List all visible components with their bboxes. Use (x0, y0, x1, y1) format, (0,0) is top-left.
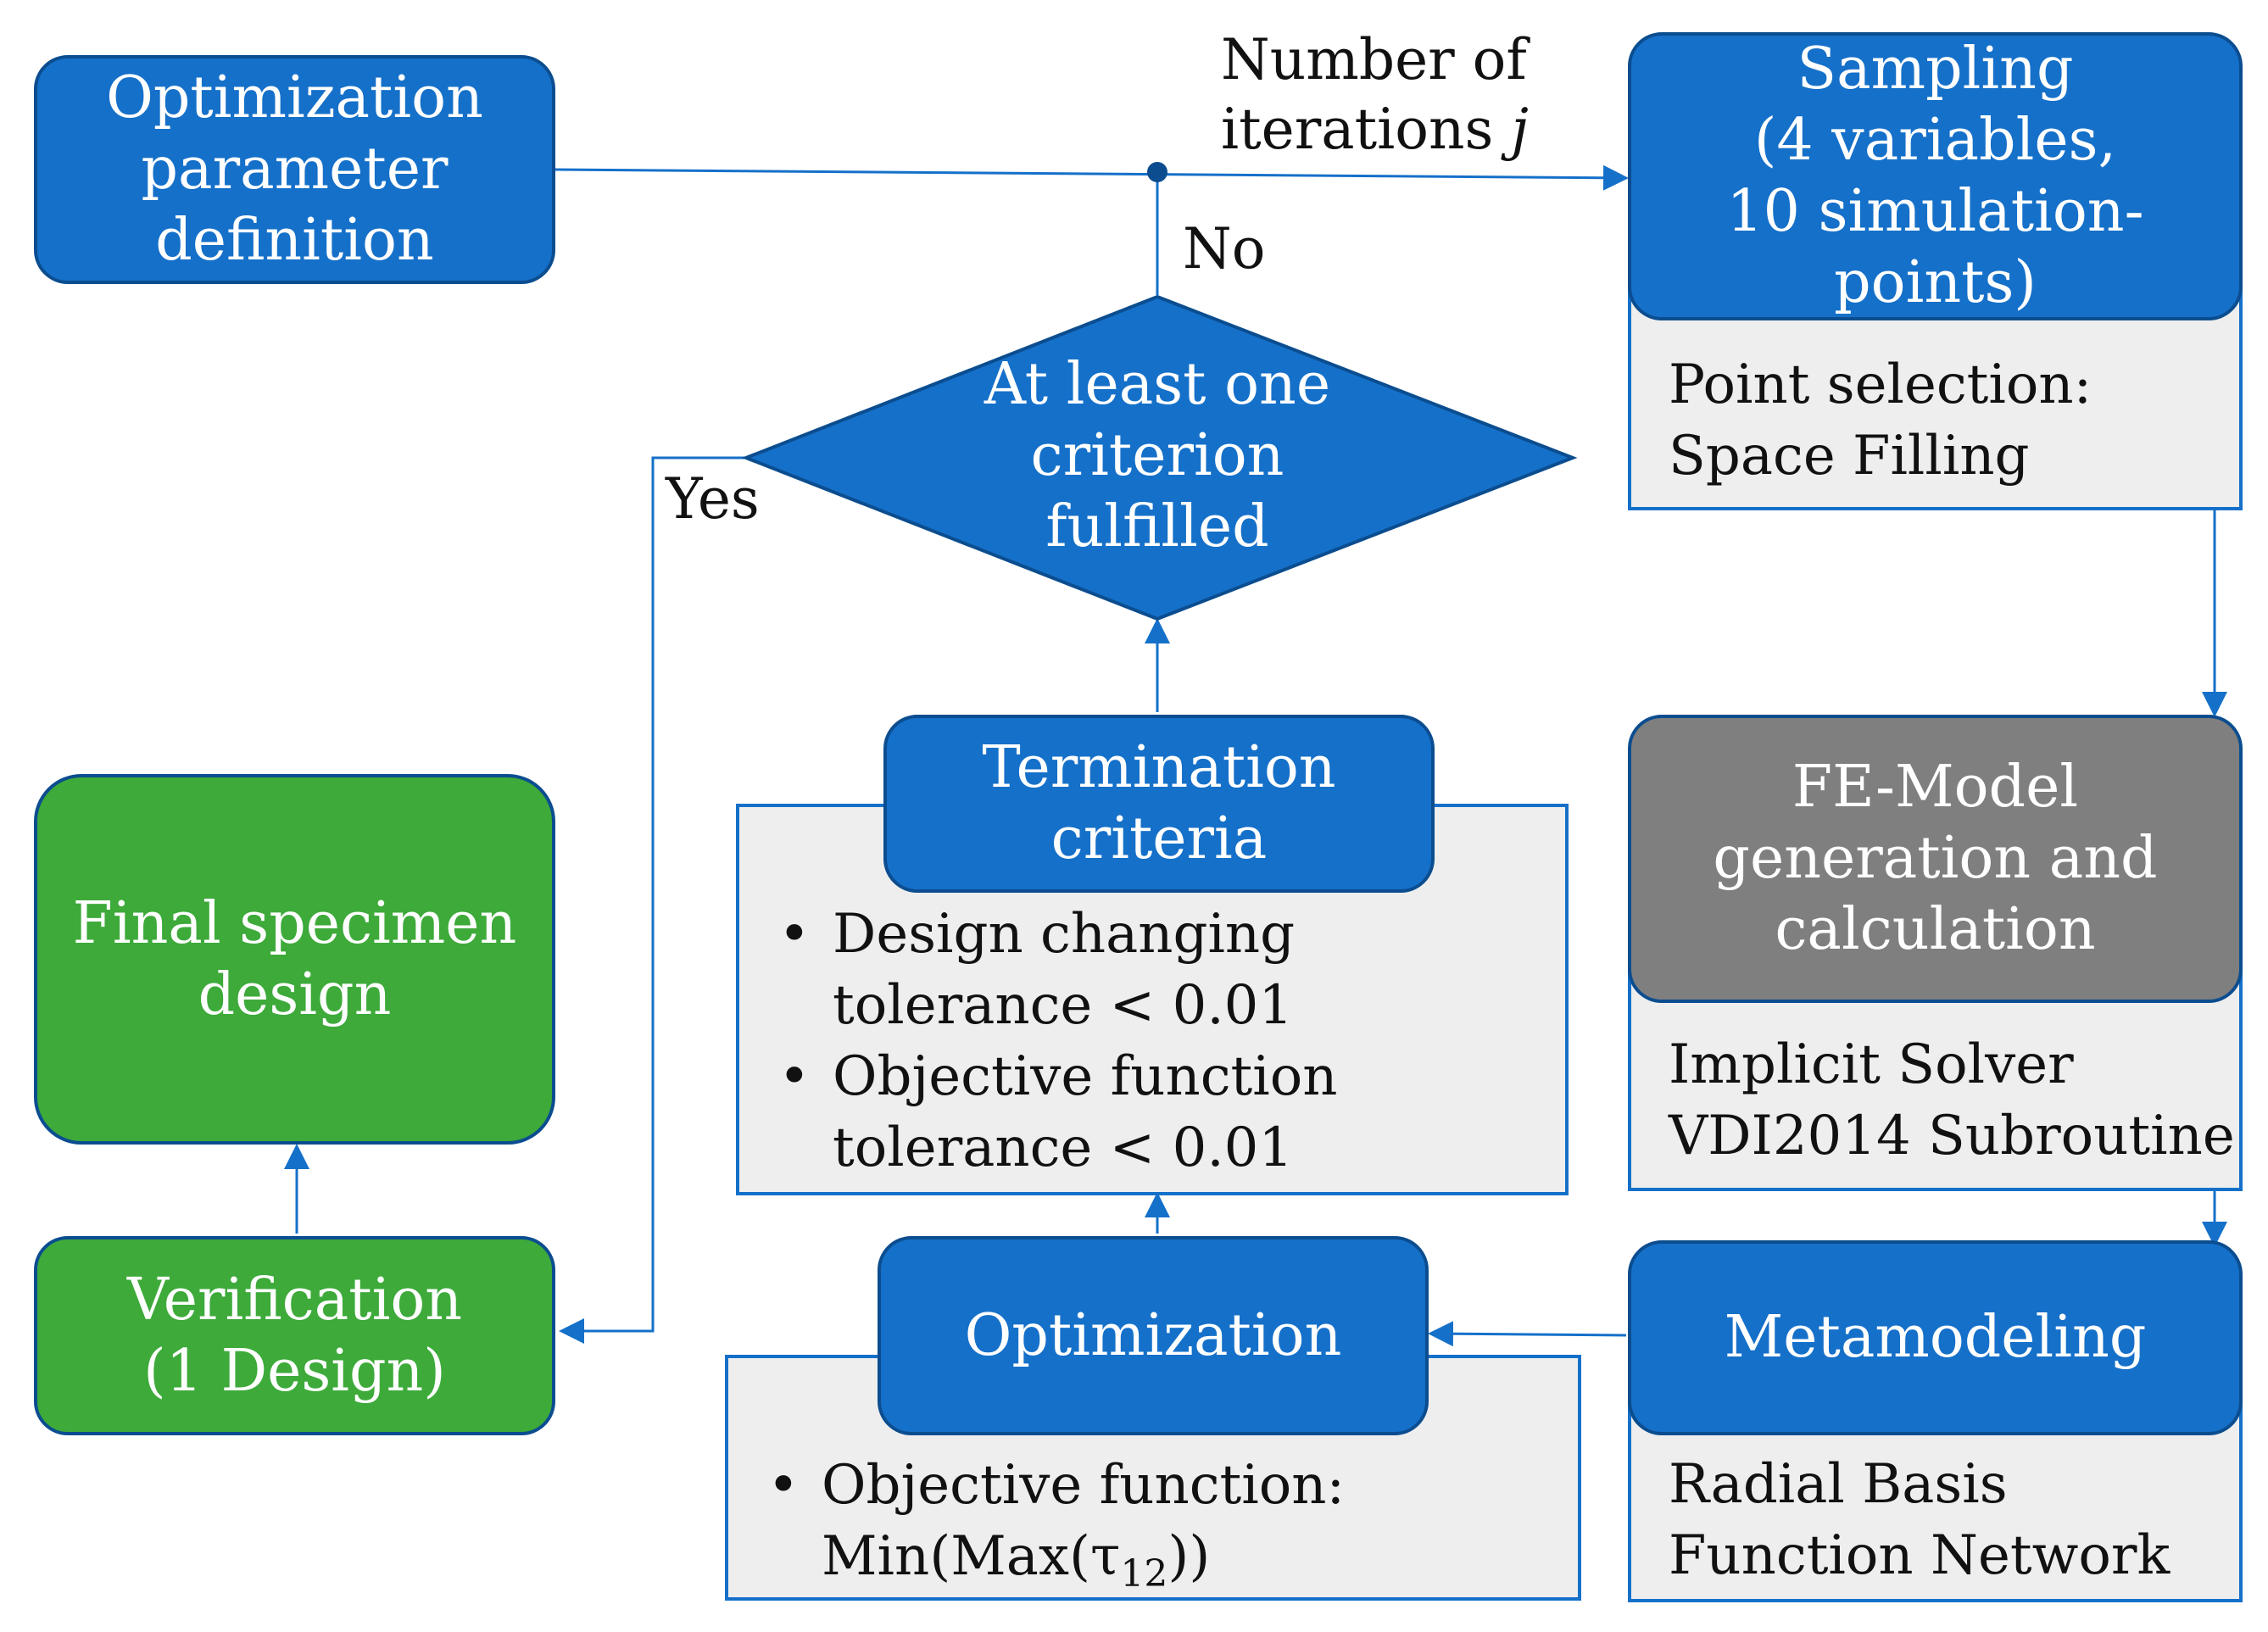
termination-item-2-line-1: Objective function (833, 1045, 1338, 1108)
sampling-detail-line-2: Space Filling (1669, 425, 2030, 487)
termination-item-1: • Design changing tolerance < 0.01 (765, 899, 1565, 1041)
fe-model-line-2: generation and (1713, 825, 2158, 892)
iterations-variable: j (1511, 97, 1529, 162)
fe-detail-line-2: VDI2014 Subroutine (1669, 1105, 2235, 1167)
fe-model-line-3: calculation (1775, 896, 2096, 963)
final-line-2: design (198, 961, 392, 1028)
decision-label: At least one criterion fulfilled (920, 349, 1395, 563)
optimization-box: Optimization (878, 1236, 1429, 1435)
bullet-glyph: • (767, 1454, 800, 1517)
sampling-line-4: points) (1834, 249, 2037, 316)
no-label: No (1183, 216, 1266, 281)
fe-model-box: FE-Model generation and calculation (1628, 715, 2243, 1003)
decision-line-3: fulfilled (1045, 493, 1269, 560)
opt-param-line-1: Optimization (106, 64, 483, 131)
iterations-label: Number of iterations j (1221, 25, 1577, 164)
min-max-suffix: )) (1167, 1525, 1211, 1588)
metamodeling-box: Metamodeling (1628, 1240, 2243, 1435)
iterations-line-2: iterations j (1221, 95, 1577, 164)
optimization-item: • Objective function: Min(Max(τ12)) (754, 1450, 1578, 1610)
optimization-parameter-definition-box: Optimization parameter definition (34, 55, 555, 284)
sampling-detail-line-1: Point selection: (1669, 354, 2092, 416)
optimization-item-line-2: Min(Max(τ12)) (822, 1521, 1578, 1610)
termination-item-2-line-2: tolerance < 0.01 (833, 1117, 1294, 1179)
connector-decision-yes (559, 456, 750, 1344)
final-specimen-design-box: Final specimen design (34, 774, 555, 1145)
termination-item-2: • Objective function tolerance < 0.01 (765, 1041, 1565, 1184)
decision-line-2: criterion (1030, 422, 1284, 489)
termination-criteria-box: Termination criteria (883, 715, 1435, 893)
iterations-line-1: Number of (1221, 27, 1527, 92)
sampling-box: Sampling (4 variables, 10 simulation- po… (1628, 32, 2243, 320)
verification-line-2: (1 Design) (143, 1337, 446, 1405)
final-line-1: Final specimen (72, 889, 517, 957)
iterations-prefix: iterations (1221, 97, 1512, 162)
opt-param-line-2: parameter (141, 136, 449, 203)
termination-line-2: criteria (1050, 805, 1268, 872)
fe-model-line-1: FE-Model (1792, 754, 2079, 821)
bullet-glyph: • (778, 1045, 811, 1108)
sampling-line-3: 10 simulation- (1726, 178, 2144, 245)
junction-dot (1147, 162, 1167, 182)
termination-item-1-line-2: tolerance < 0.01 (833, 974, 1294, 1037)
optimization-item-line-1: Objective function: (822, 1454, 1346, 1517)
fe-detail-line-1: Implicit Solver (1669, 1033, 2074, 1096)
decision-diamond (741, 294, 1578, 621)
metamodeling-detail-line-2: Function Network (1669, 1524, 2170, 1587)
metamodeling-label: Metamodeling (1724, 1304, 2147, 1371)
bullet-glyph: • (778, 903, 811, 966)
verification-line-1: Verification (126, 1266, 463, 1334)
sampling-line-2: (4 variables, (1753, 107, 2117, 174)
min-max-prefix: Min(Max(τ (822, 1525, 1121, 1588)
verification-box: Verification (1 Design) (34, 1236, 555, 1435)
sampling-line-1: Sampling (1797, 36, 2074, 103)
termination-line-1: Termination (982, 734, 1336, 801)
connector-meta-to-opt (1428, 1321, 1627, 1347)
termination-item-1-line-1: Design changing (833, 903, 1296, 966)
yes-label: Yes (666, 466, 760, 532)
optimization-label: Optimization (964, 1301, 1342, 1369)
metamodeling-detail-line-1: Radial Basis (1669, 1453, 2008, 1516)
connector-param-to-sampling (554, 164, 1629, 191)
decision-line-1: At least one (984, 351, 1331, 418)
tau-subscript: 12 (1120, 1551, 1168, 1596)
opt-param-line-3: definition (155, 207, 434, 274)
